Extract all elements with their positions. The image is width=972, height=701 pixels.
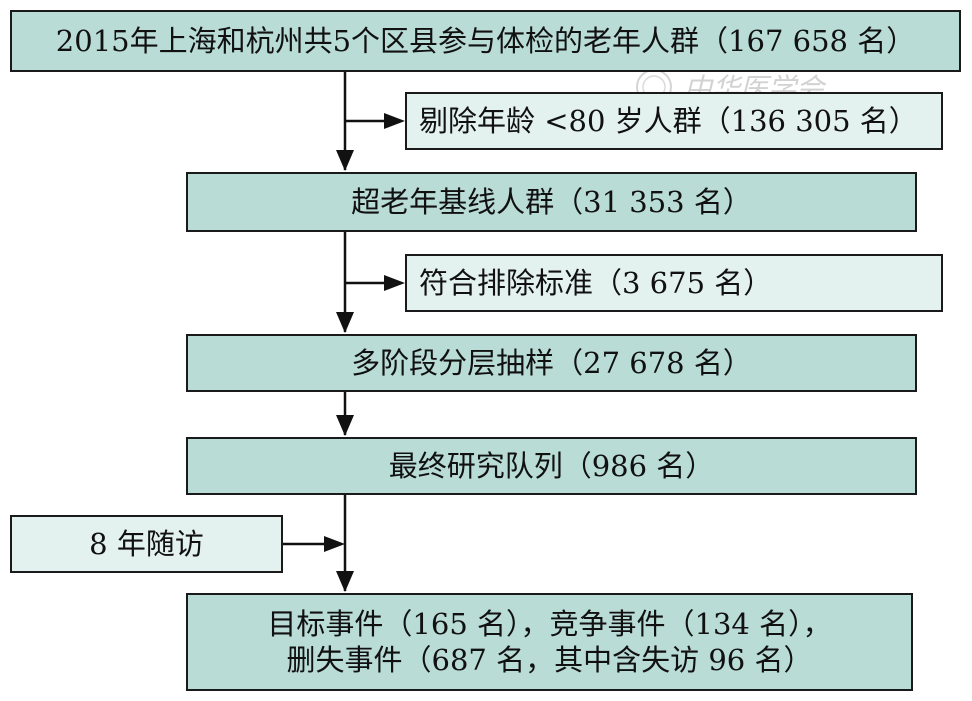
outcome-events-box: 目标事件（165 名），竞争事件（134 名）， 删失事件（687 名，其中含失… <box>186 593 913 691</box>
exclusion-criteria-box: 符合排除标准（3 675 名） <box>405 254 943 312</box>
follow-up-box: 8 年随访 <box>10 515 283 573</box>
arrowhead-sampling-to-cohort <box>336 415 354 436</box>
arrowhead-baseline-to-sampling <box>336 312 354 333</box>
baseline-population-label: 超老年基线人群（31 353 名） <box>351 184 752 219</box>
stratified-sampling-label: 多阶段分层抽样（27 678 名） <box>351 345 752 380</box>
follow-up-label: 8 年随访 <box>89 526 204 561</box>
arrowhead-to-exclusion-criteria <box>384 275 405 291</box>
stratified-sampling-box: 多阶段分层抽样（27 678 名） <box>186 334 917 392</box>
initial-population-box: 2015年上海和杭州共5个区县参与体检的老年人群（167 658 名） <box>10 10 961 72</box>
arrowhead-to-age-exclusion <box>384 113 405 129</box>
final-cohort-box: 最终研究队列（986 名） <box>186 437 917 495</box>
age-exclusion-label: 剔除年龄 <80 岁人群（136 305 名） <box>419 103 918 138</box>
initial-population-label: 2015年上海和杭州共5个区县参与体检的老年人群（167 658 名） <box>55 23 916 58</box>
arrowhead-follow-up <box>324 536 345 552</box>
outcome-events-line-2: 删失事件（687 名，其中含失访 96 名） <box>286 643 813 677</box>
outcome-events-line-1: 目标事件（165 名），竞争事件（134 名）， <box>267 606 832 641</box>
baseline-population-box: 超老年基线人群（31 353 名） <box>186 172 917 232</box>
age-exclusion-box: 剔除年龄 <80 岁人群（136 305 名） <box>405 92 943 150</box>
arrowhead-initial-to-baseline <box>336 150 354 171</box>
exclusion-criteria-label: 符合排除标准（3 675 名） <box>419 265 773 300</box>
final-cohort-label: 最终研究队列（986 名） <box>388 448 715 483</box>
arrowhead-cohort-to-outcome <box>336 571 354 592</box>
